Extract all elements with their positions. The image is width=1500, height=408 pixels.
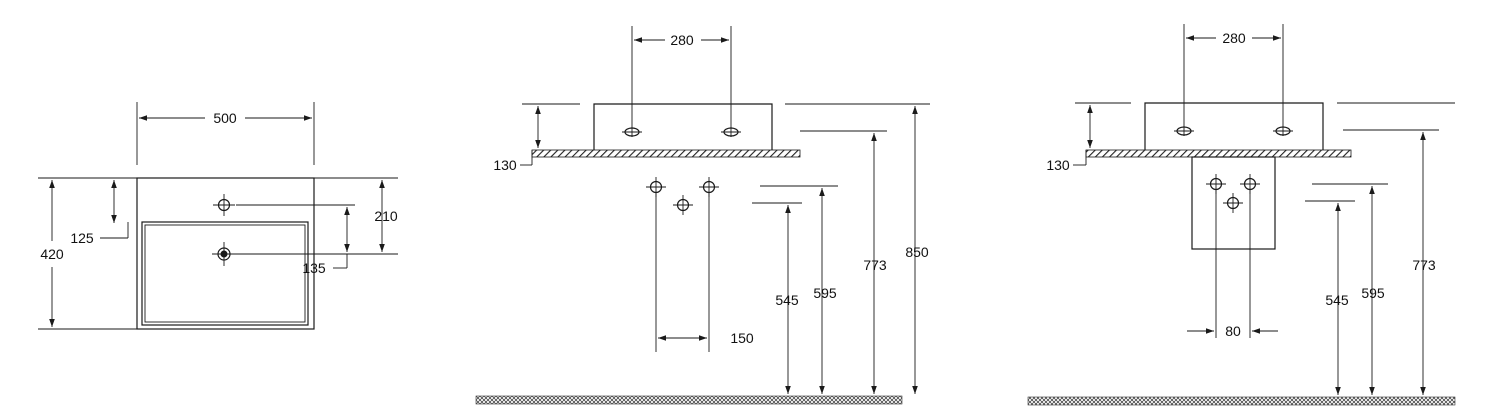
dim-773: 773 [863,257,887,273]
side-view-right: 280 130 80 545 5 [1027,24,1456,406]
tap-hole-symbol [213,194,235,216]
floor-hatch [475,395,903,405]
basin-bowl [141,221,309,326]
dim-depth: 420 [40,246,64,262]
supply-connection-symbols [646,177,719,215]
dim-width: 500 [213,110,237,126]
floor-hatch [1027,396,1456,406]
basin-outline [136,177,315,330]
dim-545: 545 [1325,292,1349,308]
dim-595: 595 [1361,285,1385,301]
dim-tap-spacing: 280 [1222,30,1246,46]
side-view-left: 280 130 150 545 595 [475,26,930,405]
dim-850: 850 [905,244,929,260]
basin-section [593,103,773,150]
dim-tap-to-waste: 210 [374,208,398,224]
pedestal-box [1191,156,1276,250]
waste-outlet-symbol [212,242,236,266]
dim-trap-spacing: 150 [730,330,754,346]
dim-waste-offset: 135 [302,260,326,276]
counter-slab [1085,149,1352,158]
dim-slab: 130 [1046,157,1070,173]
supply-connection-symbols [1206,174,1260,213]
top-view: 500 420 125 210 135 [38,102,398,330]
basin-bowl-inner [144,224,306,323]
dim-slab: 130 [493,157,517,173]
dim-tap-spacing: 280 [670,32,694,48]
basin-section [1144,102,1324,150]
dim-pipe-spacing: 80 [1225,323,1241,339]
counter-slab [531,149,801,158]
dim-545: 545 [775,292,799,308]
dim-tap-offset: 125 [70,230,94,246]
dim-595: 595 [813,285,837,301]
dim-773: 773 [1412,257,1436,273]
